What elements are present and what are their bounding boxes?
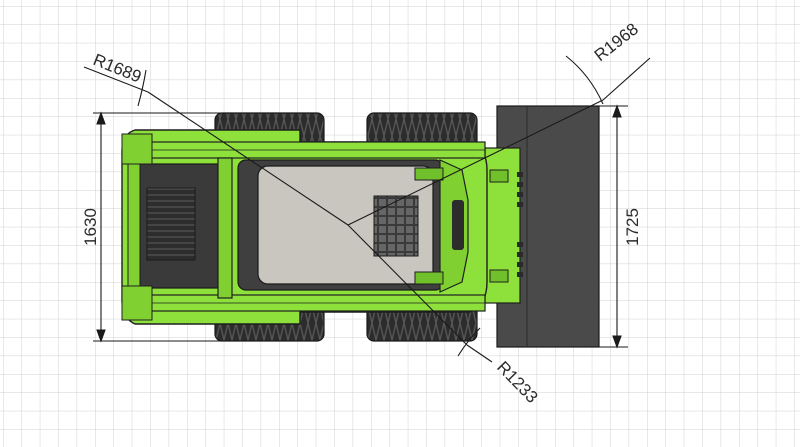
engine-grille	[146, 187, 196, 261]
bucket-width-label: 1725	[623, 208, 642, 246]
loader-body	[121, 129, 488, 325]
seat-pedals	[373, 195, 419, 257]
left-rop-post	[217, 157, 233, 299]
width-label: 1630	[81, 208, 100, 246]
radius-line-front	[347, 99, 604, 226]
radius-line-rear	[147, 91, 349, 226]
bucket	[484, 105, 600, 348]
radius-line-inner	[347, 224, 468, 346]
dimension-lines	[83, 55, 651, 363]
